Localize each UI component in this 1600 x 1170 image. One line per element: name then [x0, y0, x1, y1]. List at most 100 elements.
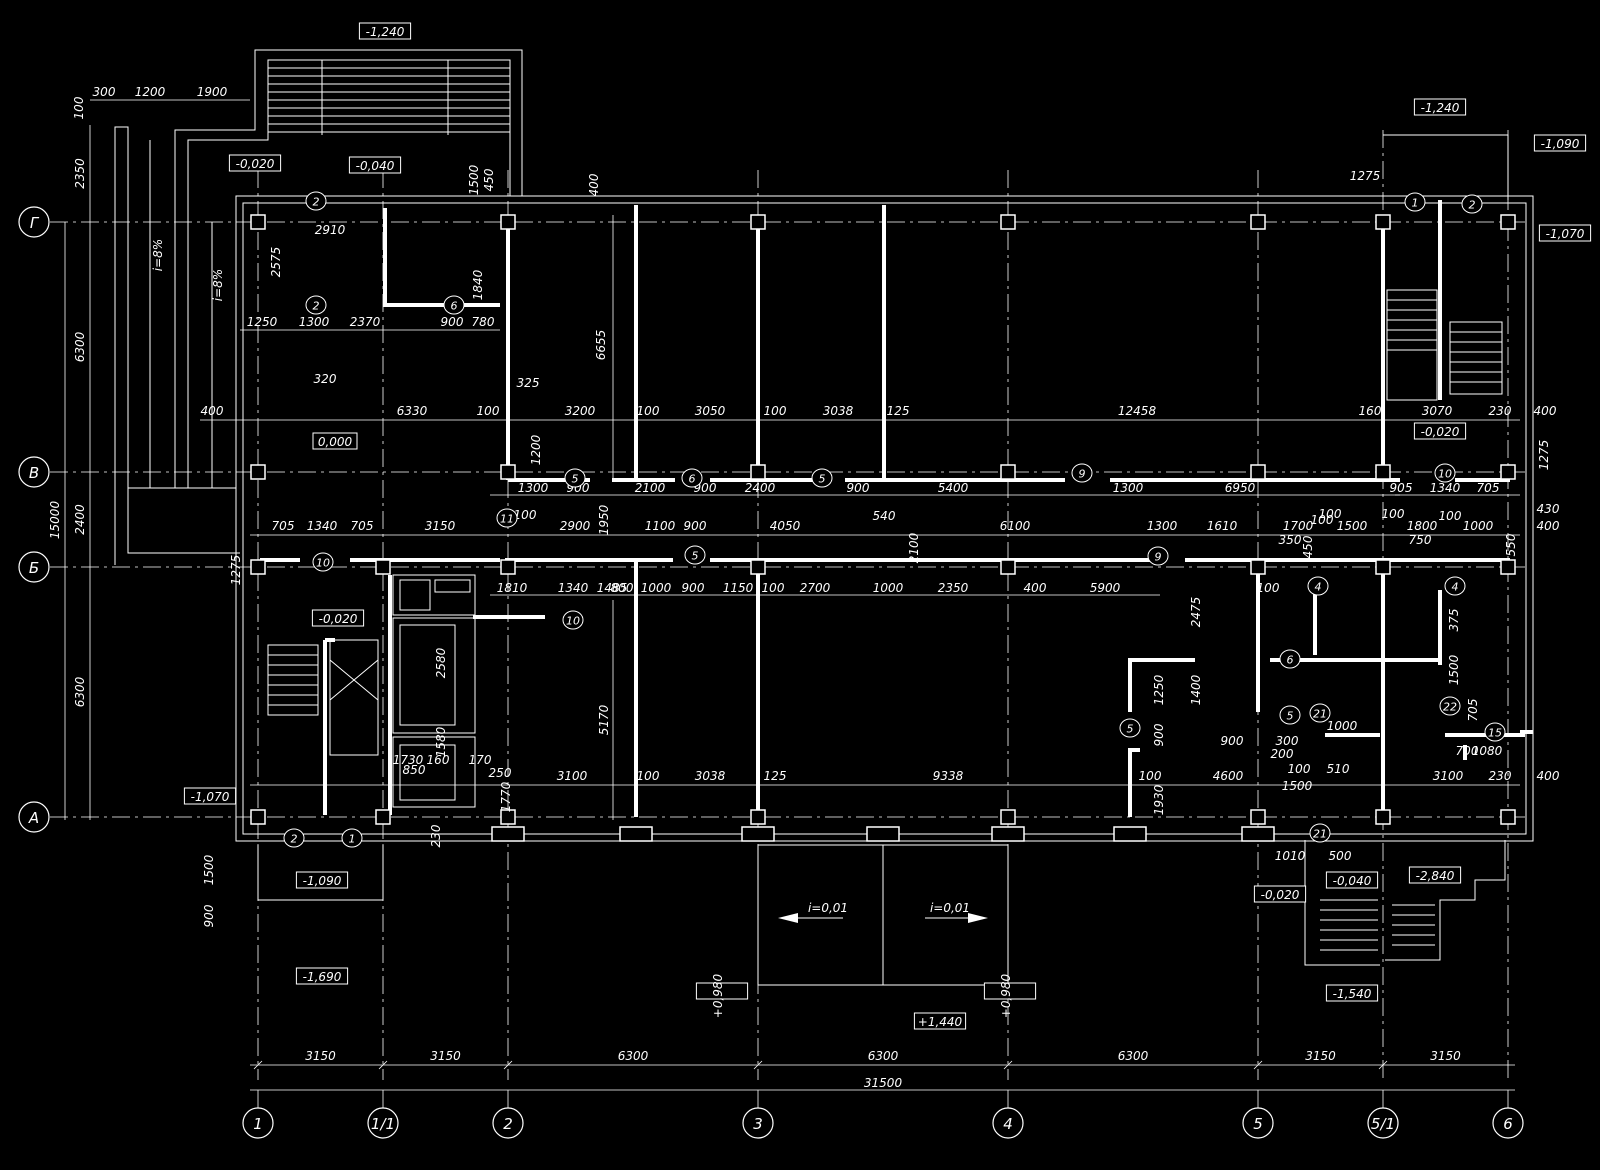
dimension-label: 300	[1276, 734, 1299, 748]
level-mark-box	[183, 787, 237, 805]
dimension-label: 5170	[597, 704, 611, 735]
level-mark-box	[1253, 885, 1307, 903]
column	[1000, 214, 1016, 230]
room-tag-number: 6	[689, 473, 696, 486]
dimension-label: 2100	[635, 481, 666, 495]
dimension-label: 6300	[1118, 1049, 1149, 1063]
level-mark-box	[1413, 422, 1467, 440]
column	[1375, 214, 1391, 230]
slope-label: i=0,01	[930, 901, 970, 915]
column	[1250, 214, 1266, 230]
dimension-label: 400	[587, 173, 601, 196]
dimension-label: 2350	[73, 158, 87, 189]
dimension-label: 6330	[397, 404, 428, 418]
axis-bubble	[18, 551, 50, 583]
dimension-label: 1300	[1147, 519, 1178, 533]
room-tag-number: 15	[1488, 727, 1502, 740]
dimension-label: 100	[1439, 509, 1462, 523]
dimension-label: 125	[887, 404, 910, 418]
level-mark: -1,240	[366, 25, 405, 39]
column-footing	[741, 826, 775, 842]
room-tag	[684, 545, 706, 565]
dimension-label: 1275	[229, 555, 243, 586]
room-tag	[1309, 823, 1331, 843]
column-footing	[866, 826, 900, 842]
dimension-label: 705	[1466, 699, 1480, 722]
dimension-label: 9338	[933, 769, 964, 783]
dimension-label: 2100	[907, 532, 921, 563]
dimension-label: 2350	[938, 581, 969, 595]
axis-label-vertical: 5/1	[1371, 1115, 1395, 1133]
dimension-label: 230	[429, 824, 443, 847]
level-mark: -1,540	[1333, 987, 1372, 1001]
room-tag-number: 9	[1079, 468, 1086, 481]
room-tag	[1461, 194, 1483, 214]
dimension-label: 100	[1257, 581, 1280, 595]
dimension-label: 1950	[597, 504, 611, 535]
dimension-label: 12458	[1118, 404, 1157, 418]
dimension-label: 400	[1534, 404, 1557, 418]
dimension-label: 1500	[1447, 654, 1461, 685]
axis-label-vertical: 5	[1253, 1115, 1263, 1133]
level-mark-box	[228, 154, 282, 172]
level-mark-box	[913, 1012, 967, 1030]
axis-label-horizontal: В	[29, 464, 39, 482]
room-tag-number: 2	[1469, 199, 1476, 212]
room-tag-number: 9	[1155, 551, 1162, 564]
room-tag	[1444, 576, 1466, 596]
slope-label: i=0,01	[808, 901, 848, 915]
dimension-label: 1340	[307, 519, 338, 533]
dimension-label: 1100	[645, 519, 676, 533]
dimension-label: 170	[469, 753, 492, 767]
dimension-label: 1700	[1283, 519, 1314, 533]
column	[250, 809, 266, 825]
room-tag-number: 6	[451, 300, 458, 313]
room-tag	[564, 468, 586, 488]
room-tag	[305, 191, 327, 211]
column-footing	[491, 826, 525, 842]
column	[250, 464, 266, 480]
dimension-label: 375	[1447, 609, 1461, 632]
dimension-label: 1275	[1350, 169, 1381, 183]
level-mark-box	[1413, 98, 1467, 116]
dimension-label: 1500	[202, 854, 216, 885]
room-tag	[1119, 718, 1141, 738]
room-tag	[811, 468, 833, 488]
dimension-label: 1200	[529, 434, 543, 465]
column	[1250, 464, 1266, 480]
room-tag	[1279, 649, 1301, 669]
right-stair	[1383, 134, 1509, 401]
room-tag	[1404, 192, 1426, 212]
level-mark-box	[295, 871, 349, 889]
dimension-label: 1250	[247, 315, 278, 329]
dimension-label: 1000	[873, 581, 904, 595]
dimension-label: 250	[489, 766, 512, 780]
dimension-label: 705	[1477, 481, 1500, 495]
column	[750, 464, 766, 480]
axis-bubble	[18, 801, 50, 833]
room-tag-number: 5	[819, 473, 826, 486]
dimension-label: 2400	[745, 481, 776, 495]
column	[500, 214, 516, 230]
room-tag	[562, 610, 584, 630]
dimension-label: 1275	[1537, 440, 1551, 471]
column	[1000, 559, 1016, 575]
dimension-label: 300	[93, 85, 116, 99]
dimension-label: 100	[1139, 769, 1162, 783]
dimension-label: 2900	[560, 519, 591, 533]
level-mark: -1,090	[1541, 137, 1580, 151]
dimension-label: 6300	[73, 676, 87, 707]
level-mark: -0,020	[319, 612, 358, 626]
room-tag	[1309, 703, 1331, 723]
column	[750, 559, 766, 575]
column	[1250, 559, 1266, 575]
overall-dimension: 15000	[48, 501, 62, 540]
dimension-label: 1150	[723, 581, 754, 595]
building-outline	[114, 49, 1534, 842]
room-tag-number: 4	[1315, 581, 1322, 594]
room-tag-number: 10	[316, 557, 330, 570]
entrance-ramp	[257, 844, 1009, 986]
room-tag-number: 10	[566, 615, 580, 628]
room-tag-number: 4	[1452, 581, 1459, 594]
